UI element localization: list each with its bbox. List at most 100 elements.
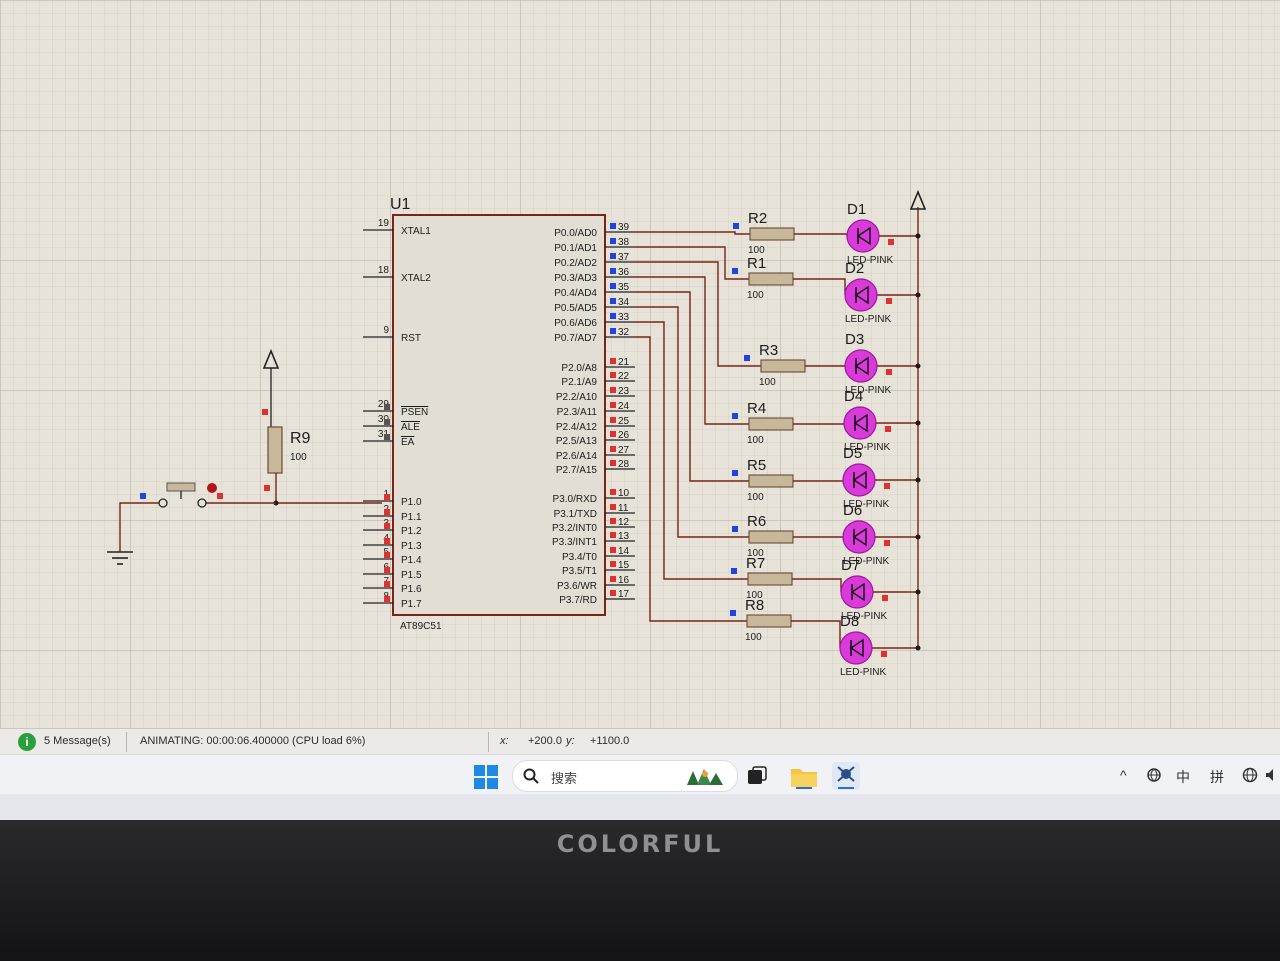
led-d6[interactable] [842, 520, 876, 554]
resistor-r1[interactable] [748, 272, 794, 286]
power-terminal-icon [909, 189, 927, 210]
u1-pin-name: ALE [401, 422, 420, 433]
resistor-r4[interactable] [748, 417, 794, 431]
pin-marker [264, 485, 270, 491]
taskbar-search-box[interactable]: 搜索 [512, 760, 738, 792]
ime-language[interactable]: 中 [1176, 770, 1190, 786]
u1-pin-name: P2.1/A9 [561, 377, 597, 388]
u1-pin-marker [610, 223, 616, 229]
led-channels[interactable]: R2100D1LED-PINKR1100D2LED-PINKR3100D3LED… [635, 189, 927, 678]
r9-value: 100 [290, 452, 307, 463]
info-icon[interactable]: i [18, 733, 36, 751]
resistor-r7[interactable] [747, 572, 793, 586]
wire-p0-2[interactable] [635, 261, 761, 367]
wire-p0-5[interactable] [635, 306, 749, 538]
led-ref: D3 [845, 331, 864, 348]
network-icon[interactable] [1146, 767, 1162, 783]
u1-pin-number: 17 [618, 589, 630, 600]
led-d1[interactable] [846, 219, 880, 253]
u1-pin-marker [384, 509, 390, 515]
u1-pin-name: P2.0/A8 [561, 363, 597, 374]
u1-pin-number: 29 [378, 399, 390, 410]
u1-pin-number: 30 [378, 414, 390, 425]
led-d5[interactable] [842, 463, 876, 497]
u1-body[interactable] [392, 214, 606, 616]
led-value: LED-PINK [845, 314, 891, 325]
u1-pin-name: P0.6/AD6 [554, 318, 597, 329]
u1-pin-name: P0.5/AD5 [554, 303, 597, 314]
wire-p0-0[interactable] [635, 231, 750, 235]
u1-pin-number: 13 [618, 531, 630, 542]
pin-marker [885, 426, 891, 432]
u1-pin-marker [610, 561, 616, 567]
resistor-value: 100 [747, 435, 764, 446]
ime-mode[interactable]: 拼 [1210, 770, 1224, 786]
u1-pin-name: P2.5/A13 [556, 436, 598, 447]
u1-microcontroller[interactable]: U1AT89C5119XTAL118XTAL29RST29PSEN30ALE31… [363, 196, 635, 632]
resistor-r2[interactable] [749, 227, 795, 241]
u1-pin-marker [384, 404, 390, 410]
led-ref: D1 [847, 201, 866, 218]
u1-pin-marker [610, 313, 616, 319]
search-placeholder: 搜索 [551, 772, 578, 787]
messages-count[interactable]: 5 Message(s) [44, 735, 111, 747]
pin-marker [733, 223, 739, 229]
resistor-r6[interactable] [748, 530, 794, 544]
led-d4[interactable] [843, 406, 877, 440]
windows-start-icon[interactable] [474, 765, 498, 789]
wire-p0-6[interactable] [635, 321, 748, 580]
u1-pin-name: RST [401, 333, 421, 344]
u1-pin-number: 33 [618, 312, 630, 323]
led-d8[interactable] [839, 631, 873, 665]
r9-ref: R9 [290, 430, 311, 447]
speaker-icon[interactable] [1264, 767, 1280, 783]
r9-resistor[interactable] [267, 426, 283, 474]
wire-ground[interactable] [119, 502, 159, 552]
y-coord-label: y: [566, 735, 575, 747]
tray-chevron-icon[interactable]: ^ [1120, 767, 1127, 783]
screen-bottom-strip [0, 794, 1280, 820]
resistor-r3[interactable] [760, 359, 806, 373]
wire-res-led[interactable] [793, 278, 846, 295]
diode-symbol-icon [850, 582, 865, 602]
u1-pin-number: 34 [618, 297, 630, 308]
wire-res-led[interactable] [791, 620, 841, 648]
u1-pin-name: XTAL2 [401, 273, 431, 284]
wire-p0-4[interactable] [635, 291, 749, 482]
u1-pin-marker [610, 446, 616, 452]
file-explorer-icon[interactable] [790, 763, 818, 789]
schematic-canvas[interactable]: U1AT89C5119XTAL118XTAL29RST29PSEN30ALE31… [0, 0, 1280, 728]
led-value: LED-PINK [843, 556, 889, 567]
u1-pin-marker [610, 489, 616, 495]
led-value: LED-PINK [845, 385, 891, 396]
resistor-value: 100 [746, 590, 763, 601]
globe-icon[interactable] [1242, 767, 1258, 783]
led-d2[interactable] [844, 278, 878, 312]
u1-pin-marker [610, 460, 616, 466]
resistor-r5[interactable] [748, 474, 794, 488]
wire-p0-7[interactable] [635, 336, 747, 622]
u1-pin-marker [610, 417, 616, 423]
u1-pin-number: 16 [618, 575, 630, 586]
push-button[interactable] [166, 482, 196, 492]
u1-pin-number: 10 [618, 488, 630, 499]
u1-pin-name: P0.4/AD4 [554, 288, 597, 299]
proteus-app-icon[interactable] [832, 762, 860, 790]
u1-pin-marker [384, 494, 390, 500]
pin-marker [732, 268, 738, 274]
led-ref: D7 [841, 557, 860, 574]
u1-pin-marker [610, 298, 616, 304]
wire-p0-3[interactable] [635, 276, 749, 425]
pin-marker [217, 493, 223, 499]
resistor-ref: R4 [747, 400, 766, 417]
u1-pin-marker [610, 576, 616, 582]
resistor-r8[interactable] [746, 614, 792, 628]
pin-marker [730, 610, 736, 616]
led-d3[interactable] [844, 349, 878, 383]
task-view-icon[interactable] [746, 765, 768, 787]
led-d7[interactable] [840, 575, 874, 609]
wire-p0-1[interactable] [635, 246, 749, 280]
u1-pin-name: P2.2/A10 [556, 392, 598, 403]
u1-pin-number: 26 [618, 430, 630, 441]
